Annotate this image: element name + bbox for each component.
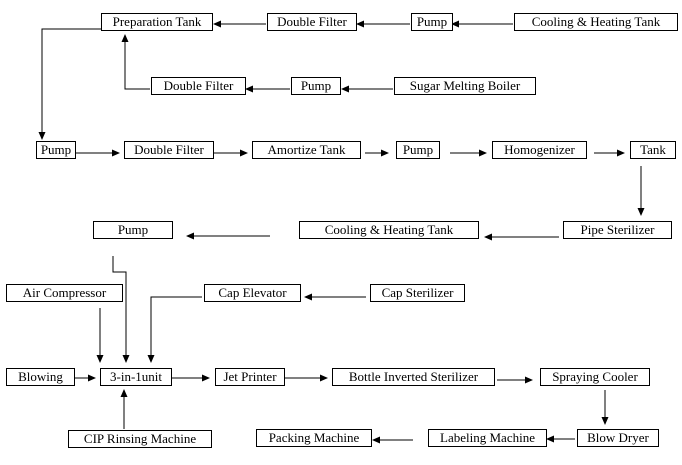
node-cooling-heating-tank-top: Cooling & Heating Tank (514, 13, 678, 31)
node-air-compressor: Air Compressor (6, 284, 123, 302)
node-sugar-melting-boiler: Sugar Melting Boiler (394, 77, 536, 95)
node-cooling-heating-tank-mid: Cooling & Heating Tank (299, 221, 479, 239)
node-cip-rinsing-machine: CIP Rinsing Machine (68, 430, 212, 448)
node-pump-top: Pump (411, 13, 453, 31)
node-homogenizer: Homogenizer (492, 141, 587, 159)
node-blowing: Blowing (6, 368, 75, 386)
node-pipe-sterilizer: Pipe Sterilizer (563, 221, 672, 239)
node-blow-dryer: Blow Dryer (577, 429, 659, 447)
node-double-filter-sugar: Double Filter (151, 77, 246, 95)
node-spraying-cooler: Spraying Cooler (540, 368, 650, 386)
node-labeling-machine: Labeling Machine (428, 429, 547, 447)
node-bottle-inverted-sterilizer: Bottle Inverted Sterilizer (332, 368, 495, 386)
node-amortize-tank: Amortize Tank (252, 141, 361, 159)
node-pump-sugar: Pump (291, 77, 341, 95)
node-pump-row3b: Pump (396, 141, 440, 159)
node-cap-sterilizer: Cap Sterilizer (370, 284, 465, 302)
node-pump-row3: Pump (36, 141, 76, 159)
node-jet-printer: Jet Printer (215, 368, 285, 386)
node-cap-elevator: Cap Elevator (204, 284, 301, 302)
node-three-in-one-unit: 3-in-1unit (100, 368, 172, 386)
arrow-preparation-tank-to-pump (38, 28, 102, 140)
node-pump-row4: Pump (93, 221, 173, 239)
arrow-pump-to-three-in-one (112, 256, 130, 363)
node-double-filter-row3: Double Filter (124, 141, 214, 159)
node-tank: Tank (630, 141, 676, 159)
arrow-double-filter-sugar-to-preparation-tank (121, 34, 150, 90)
arrow-cap-elevator-to-three-in-one (147, 296, 202, 363)
node-packing-machine: Packing Machine (256, 429, 372, 447)
node-double-filter-top: Double Filter (267, 13, 357, 31)
node-preparation-tank: Preparation Tank (101, 13, 213, 31)
